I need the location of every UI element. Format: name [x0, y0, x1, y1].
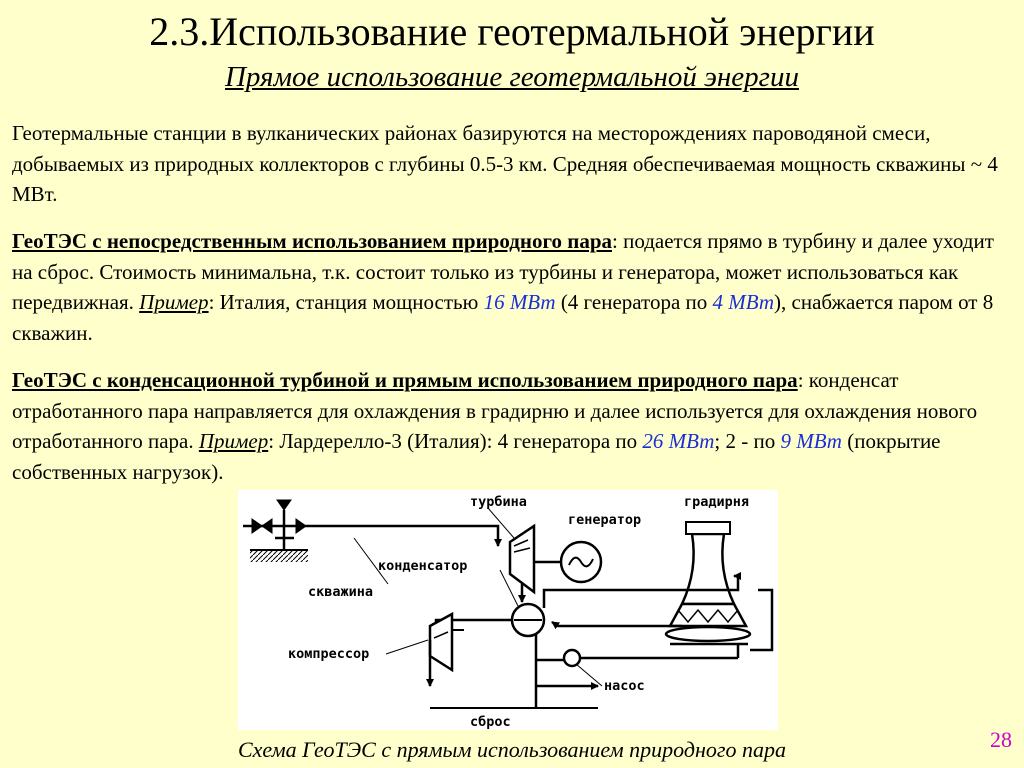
direct-steam-value-2: 4 МВт [712, 290, 775, 314]
direct-steam-text-1: : подается прямо в турбину и далее уходи… [12, 229, 994, 314]
cooling-tower-icon [664, 521, 752, 646]
direct-steam-example-label: Пример [139, 290, 209, 314]
geothermal-plant-diagram: турбина генератор градирня конденсатор с… [238, 490, 778, 730]
generator-label: генератор [568, 512, 641, 528]
cooling-tower-label: градирня [684, 494, 749, 510]
generator-icon [559, 540, 603, 584]
wellhead-icon [243, 499, 312, 562]
slide-title: 2.3.Использование геотермальной энергии [149, 9, 875, 54]
steam-pipe [312, 524, 502, 547]
condensing-text-4: (покрытие собственных нагрузок). [12, 429, 941, 484]
condensing-paragraph: ГеоТЭС с конденсационной турбиной и прям… [12, 365, 1012, 487]
pump-icon [562, 648, 582, 668]
direct-steam-term: ГеоТЭС с непосредственным использованием… [12, 229, 613, 253]
page-number: 28 [990, 727, 1012, 752]
condenser-label: конденсатор [378, 558, 467, 574]
direct-steam-text-4: ), снабжается паром от 8 скважин. [12, 290, 994, 345]
turbine-icon [508, 523, 536, 595]
condensing-example-label: Пример [198, 429, 269, 453]
direct-steam-text-3: (4 генератора по [555, 290, 713, 314]
slide-subtitle: Прямое использование геотермальной энерг… [224, 61, 799, 93]
turbine-label: турбина [470, 494, 527, 510]
direct-steam-text-2: : Италия, станция мощностью [208, 290, 484, 314]
condensing-term: ГеоТЭС с конденсационной турбиной и прям… [12, 368, 798, 392]
condenser-icon [510, 602, 546, 638]
well-label: скважина [308, 584, 373, 600]
direct-steam-value-1: 16 МВт [483, 290, 556, 314]
condensing-text-3: ; 2 - по [714, 429, 781, 453]
condensing-value-1: 26 МВт [642, 429, 715, 453]
intro-paragraph: Геотермальные станции в вулканических ра… [12, 121, 998, 206]
discharge-label: сброс [470, 714, 511, 730]
condensing-value-2: 9 МВт [780, 429, 842, 453]
diagram-caption: Схема ГеоТЭС с прямым использованием при… [237, 737, 787, 762]
direct-steam-paragraph: ГеоТЭС с непосредственным использованием… [12, 226, 1012, 348]
condensing-text-2: : Лардерелло-3 (Италия): 4 генератора по [268, 429, 643, 453]
condensing-text-1: : конденсат отработанного пара направляе… [12, 368, 978, 453]
compressor-icon [428, 611, 454, 673]
compressor-label: компрессор [288, 646, 369, 662]
pump-label: насос [604, 678, 645, 694]
